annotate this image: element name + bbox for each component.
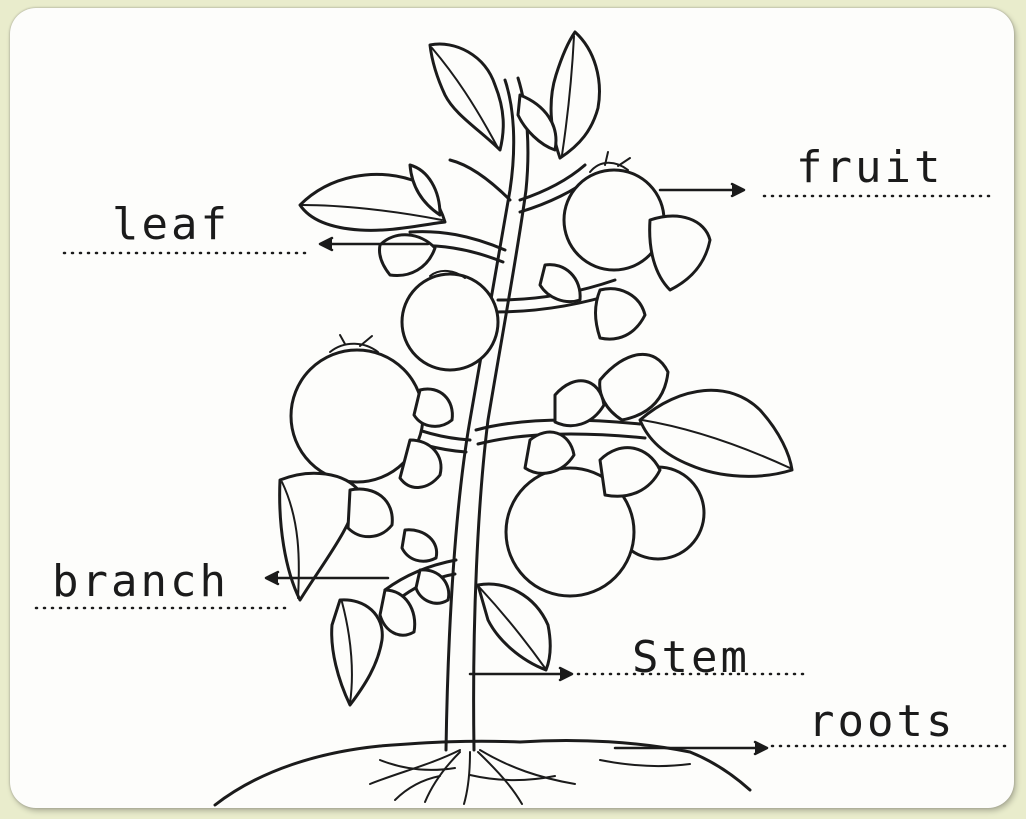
roots-drawing (370, 750, 575, 804)
label-stem: Stem (632, 636, 750, 680)
soil-mound (215, 740, 750, 805)
label-fruit: fruit (796, 146, 943, 190)
label-leaf: leaf (112, 203, 230, 247)
dotted-lines (36, 196, 1008, 746)
label-roots: roots (808, 700, 955, 744)
label-branch: branch (52, 560, 229, 604)
